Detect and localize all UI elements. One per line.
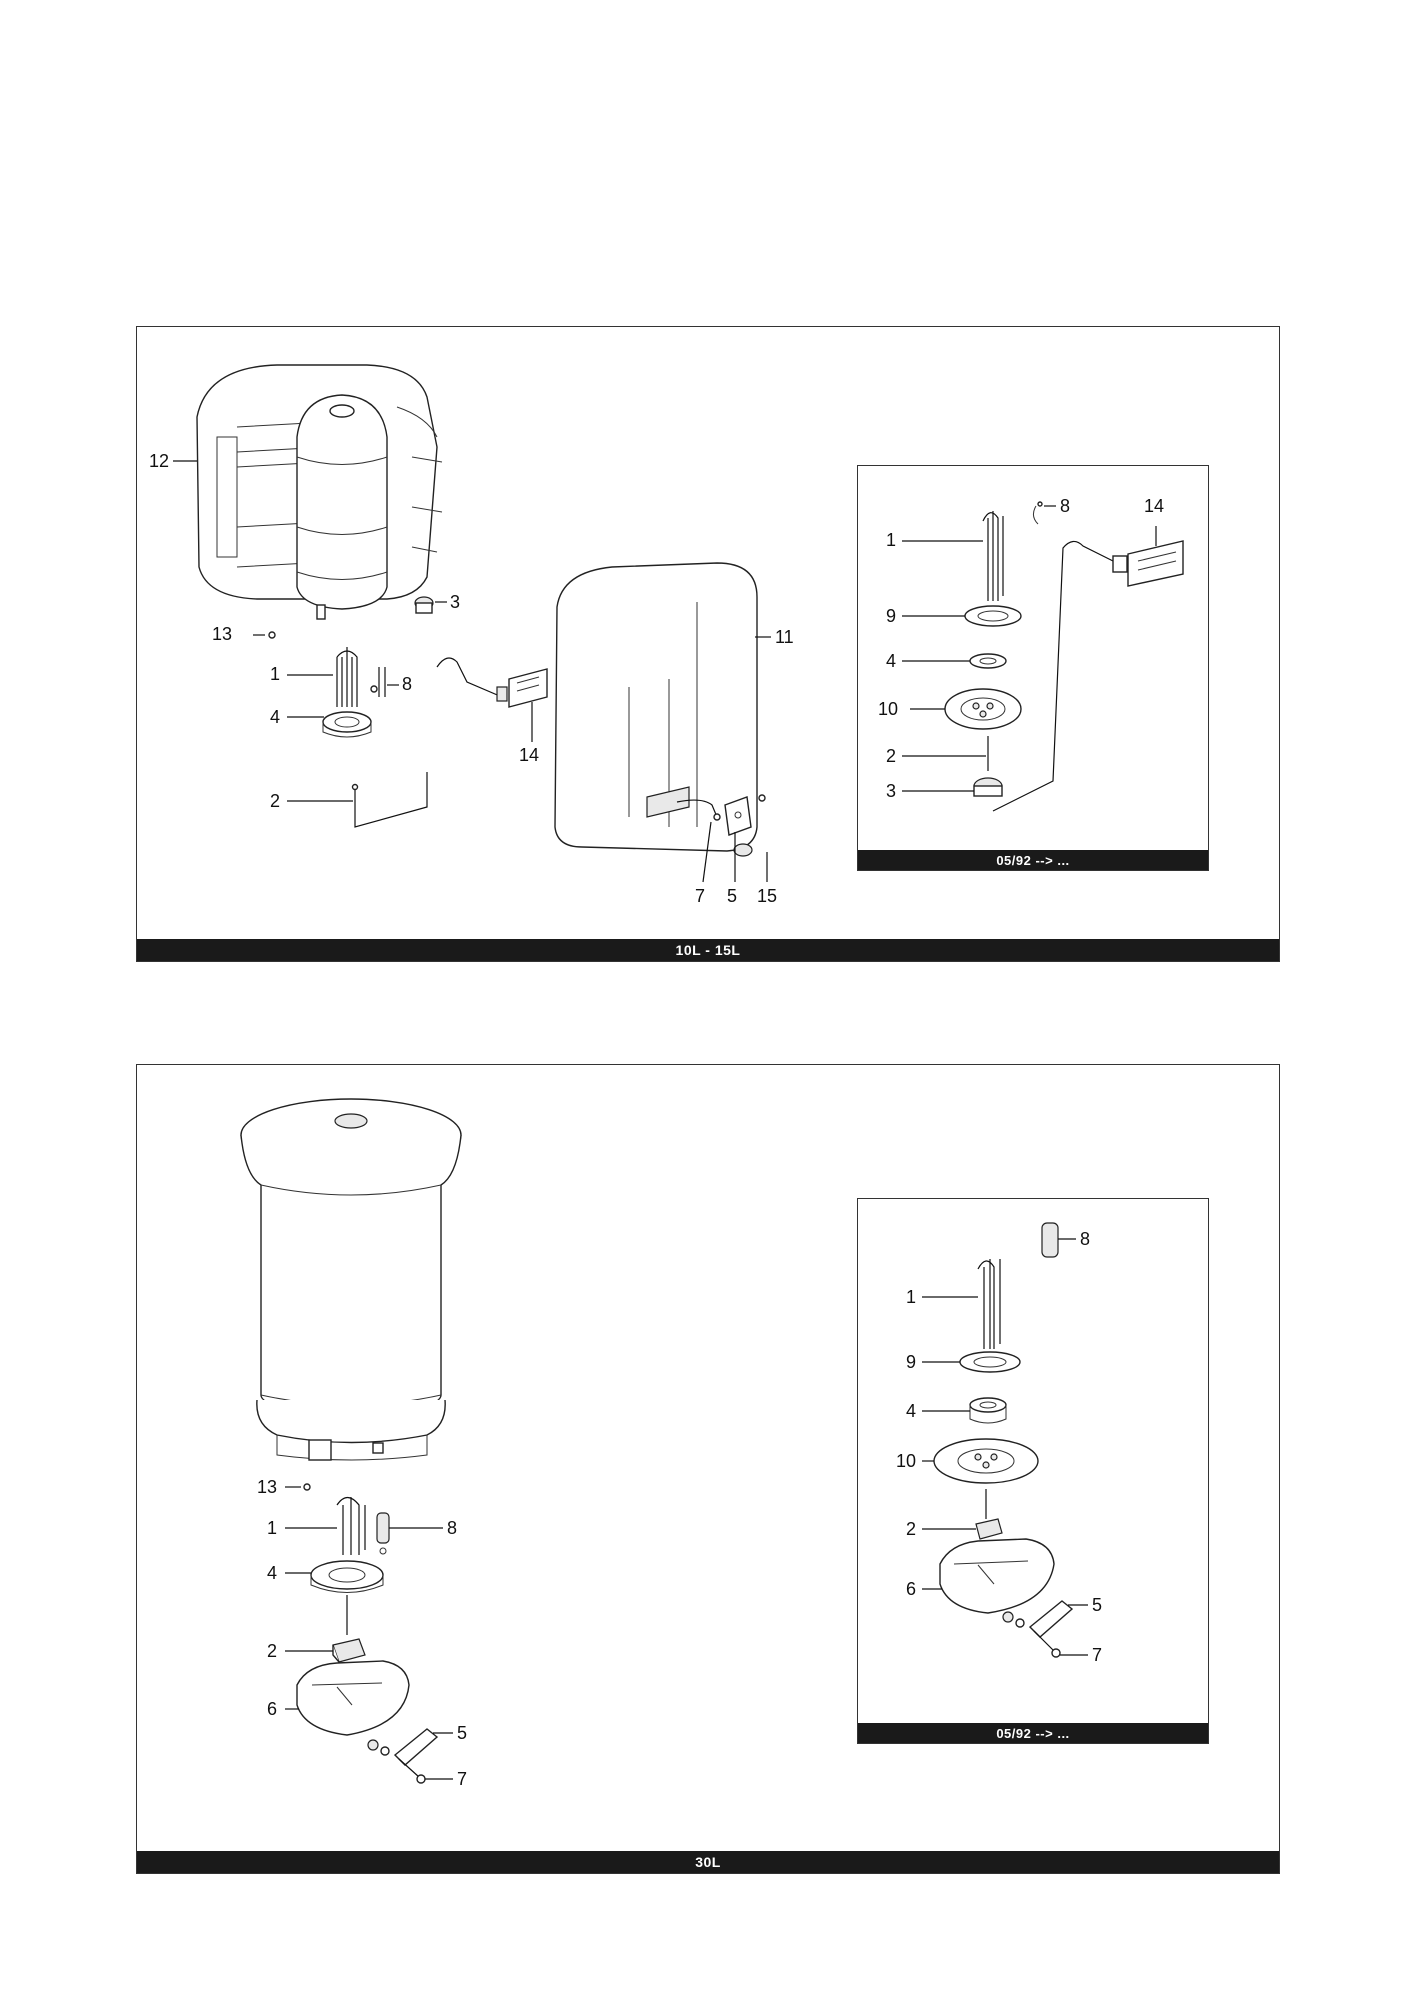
inner-tank [296, 394, 388, 610]
inset-diagram-bottom: 8 1 9 4 10 2 6 5 7 [896, 1222, 1102, 1665]
inset-parts-5-7 [1002, 1600, 1074, 1658]
label-1: 1 [270, 664, 280, 684]
part-13-screw-30l [303, 1483, 311, 1491]
label-6-30l: 6 [267, 1699, 277, 1719]
inset-caption-bottom: 05/92 --> ... [858, 1723, 1208, 1743]
inset-leader-lines-30l [922, 1238, 1088, 1656]
heating-element [322, 647, 386, 738]
inset-label-2-30l: 2 [906, 1519, 916, 1539]
inset-label-8: 8 [1060, 496, 1070, 516]
inset-label-6-30l: 6 [906, 1579, 916, 1599]
tank-30l [240, 1098, 462, 1461]
panel-30l: 13 1 8 4 2 6 5 7 [136, 1064, 1280, 1874]
front-cover [554, 562, 758, 852]
inset-label-4-30l: 4 [906, 1401, 916, 1421]
leader-lines-30l [285, 1486, 453, 1780]
cable-assembly [436, 657, 548, 708]
label-1-30l: 1 [267, 1518, 277, 1538]
panel-caption-30l: 30L [137, 1851, 1279, 1873]
label-4-30l: 4 [267, 1563, 277, 1583]
label-4: 4 [270, 707, 280, 727]
heating-element-30l [310, 1496, 390, 1635]
label-14: 14 [519, 745, 539, 765]
label-2-30l: 2 [267, 1641, 277, 1661]
part-2-rod [351, 772, 428, 828]
inset-label-5-30l: 5 [1092, 1595, 1102, 1615]
inset-label-1: 1 [886, 530, 896, 550]
inset-05-92-bottom: 8 1 9 4 10 2 6 5 7 05/92 --> ... [857, 1198, 1209, 1744]
label-8-30l: 8 [447, 1518, 457, 1538]
inset-label-14: 14 [1144, 496, 1164, 516]
label-2: 2 [270, 791, 280, 811]
inset-cable-connector [992, 501, 1184, 812]
inset-caption-top: 05/92 --> ... [858, 850, 1208, 870]
panel-caption-10l-15l: 10L - 15L [137, 939, 1279, 961]
label-7: 7 [695, 886, 705, 906]
inset-label-4: 4 [886, 651, 896, 671]
inset-05-92-top: 1 8 14 9 4 10 2 3 05/92 --> ... [857, 465, 1209, 871]
label-7-30l: 7 [457, 1769, 467, 1789]
part-3-cap [316, 596, 434, 620]
inset-leader-lines [902, 505, 1157, 792]
part-13-screw [268, 631, 276, 639]
exploded-diagram-10l-15l: 12 3 13 1 8 4 2 14 11 7 5 15 [149, 364, 794, 906]
inset-label-3: 3 [886, 781, 896, 801]
label-12: 12 [149, 451, 169, 471]
label-11: 11 [775, 627, 794, 647]
inset-heating-element-30l [933, 1222, 1059, 1540]
inset-label-7-30l: 7 [1092, 1645, 1102, 1665]
label-13-30l: 13 [257, 1477, 277, 1497]
label-5: 5 [727, 886, 737, 906]
exploded-diagram-30l: 13 1 8 4 2 6 5 7 [240, 1098, 467, 1789]
leader-lines [173, 460, 771, 883]
panel-10l-15l: 12 3 13 1 8 4 2 14 11 7 5 15 [136, 326, 1280, 962]
inset-label-8-30l: 8 [1080, 1229, 1090, 1249]
inset-cover-30l [939, 1538, 1055, 1614]
lower-small-parts [676, 794, 766, 857]
inset-heating-element [944, 511, 1022, 797]
part-2-thermostat-30l [332, 1638, 366, 1663]
inset-label-9: 9 [886, 606, 896, 626]
inset-label-10-30l: 10 [896, 1451, 916, 1471]
label-5-30l: 5 [457, 1723, 467, 1743]
parts-5-7-30l [367, 1728, 439, 1784]
inset-label-1-30l: 1 [906, 1287, 916, 1307]
inset-label-9-30l: 9 [906, 1352, 916, 1372]
label-15: 15 [757, 886, 777, 906]
inset-label-2: 2 [886, 746, 896, 766]
part-6-cover-30l [296, 1660, 410, 1736]
inset-label-10: 10 [878, 699, 898, 719]
label-13: 13 [212, 624, 232, 644]
label-8: 8 [402, 674, 412, 694]
label-3: 3 [450, 592, 460, 612]
inset-diagram-top: 1 8 14 9 4 10 2 3 [878, 496, 1184, 812]
